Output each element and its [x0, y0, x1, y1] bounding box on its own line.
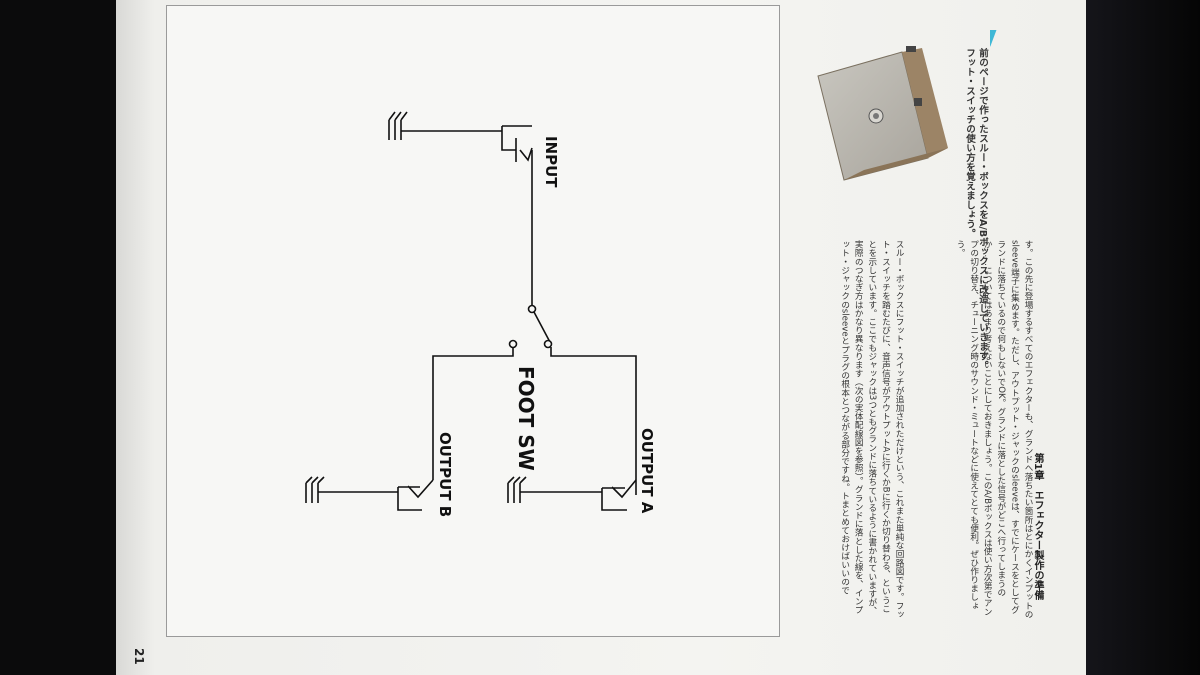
input-jack-symbol [501, 125, 533, 162]
output-a-label: OUTPUT A [638, 428, 656, 514]
switch-lever [533, 311, 552, 345]
output-b-jack-symbol [397, 479, 434, 511]
output-b-label: OUTPUT B [436, 432, 454, 517]
schematic-frame [166, 5, 780, 637]
ground-symbol-output-b [305, 476, 325, 503]
body-text-column-2: す。この先に登場するすべてのエフェクターも、グランドへ落ちたい箇所はとにかくイン… [955, 240, 1033, 619]
switch-terminal-a [543, 339, 553, 349]
ground-symbol-input [388, 111, 408, 140]
body-text-column-1: スルー・ボックスにフット・スイッチが追加されただけという、これまた単純な回路図で… [839, 240, 904, 619]
switch-common-terminal [527, 304, 537, 314]
lead-line-2: フット・スイッチの使い方を覚えましょう。 [964, 48, 975, 238]
lead-line-1: 前のページで作ったスルー・ボックスをA/Bボックスに改造していきます。 [977, 48, 988, 371]
ground-symbol-output-a [507, 476, 527, 503]
output-a-jack-symbol [601, 479, 637, 511]
input-label: INPUT [542, 136, 560, 188]
lead-text: 前のページで作ったスルー・ボックスをA/Bボックスに改造していきます。 フット・… [963, 48, 989, 378]
page-number: 21 [132, 648, 146, 665]
output-a-wire [550, 347, 637, 495]
ab-box-photo [817, 46, 948, 181]
foot-switch-label: FOOT SW [514, 366, 538, 471]
chapter-header: 第1章 エフェクター製作の準備 [1032, 453, 1043, 600]
page-title-text: A/B ボックスを作ろう [990, 30, 998, 53]
output-b-wire [432, 347, 514, 480]
switch-terminal-b [508, 339, 518, 349]
dark-background-right [1086, 0, 1200, 675]
